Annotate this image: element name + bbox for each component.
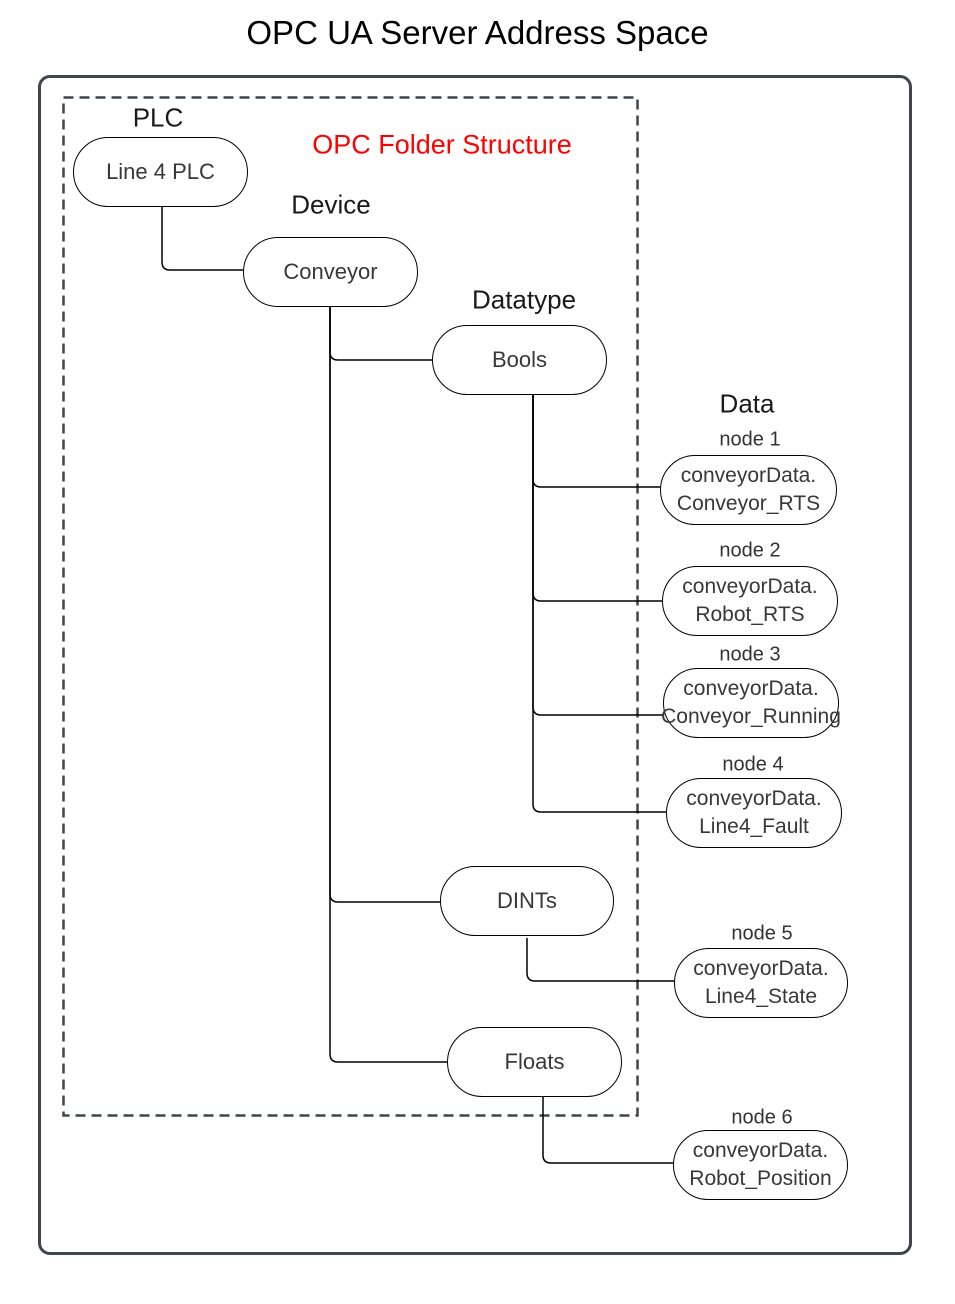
folder-node-dints-label: DINTs (497, 888, 557, 913)
data-node-4-line2: Line4_Fault (699, 815, 809, 838)
data-node-6-line1: conveyorData. (692, 1139, 829, 1162)
data-node-1-line1: conveyorData. (680, 464, 817, 487)
data-node-6: conveyorData. Robot_Position (673, 1130, 848, 1200)
caption-node-1: node 1 (719, 428, 781, 451)
data-node-2-line1: conveyorData. (682, 575, 818, 598)
data-node-4: conveyorData. Line4_Fault (666, 778, 842, 848)
label-data: Data (719, 388, 775, 419)
data-node-5-line1: conveyorData. (693, 957, 829, 980)
address-space-frame (38, 75, 912, 1255)
data-node-1: conveyorData. Conveyor_RTS (660, 455, 837, 525)
page-title: OPC UA Server Address Space (246, 14, 709, 51)
data-node-5-line2: Line4_State (704, 985, 818, 1008)
caption-node-6: node 6 (731, 1106, 793, 1129)
data-node-3-line1: conveyorData. (683, 677, 819, 700)
data-node-3: conveyorData. Conveyor_Running (661, 668, 841, 738)
label-plc: PLC (132, 102, 184, 133)
folder-node-floats: Floats (447, 1027, 622, 1097)
label-opc-folder-structure: OPC Folder Structure (312, 129, 572, 160)
caption-node-4: node 4 (722, 753, 784, 776)
data-node-4-line1: conveyorData. (686, 787, 822, 810)
folder-node-conveyor: Conveyor (243, 237, 418, 307)
caption-node-5: node 5 (731, 922, 793, 945)
caption-node-2: node 2 (719, 539, 781, 562)
data-node-5: conveyorData. Line4_State (674, 948, 848, 1018)
folder-node-bools-label: Bools (491, 347, 548, 372)
folder-node-line4-plc: Line 4 PLC (73, 137, 248, 207)
data-node-1-line2: Conveyor_RTS (676, 492, 821, 515)
data-node-6-line2: Robot_Position (689, 1167, 832, 1190)
label-datatype: Datatype (471, 284, 577, 315)
folder-node-conveyor-label: Conveyor (283, 259, 378, 284)
caption-node-3: node 3 (719, 643, 781, 666)
data-node-2: conveyorData. Robot_RTS (662, 566, 838, 636)
folder-node-line4-plc-label: Line 4 PLC (106, 159, 215, 184)
folder-node-dints: DINTs (440, 866, 614, 936)
folder-node-bools: Bools (432, 325, 607, 395)
data-node-3-line2: Conveyor_Running (661, 705, 841, 728)
folder-node-floats-label: Floats (504, 1049, 565, 1074)
data-node-2-line2: Robot_RTS (695, 603, 805, 626)
label-device: Device (291, 189, 371, 220)
